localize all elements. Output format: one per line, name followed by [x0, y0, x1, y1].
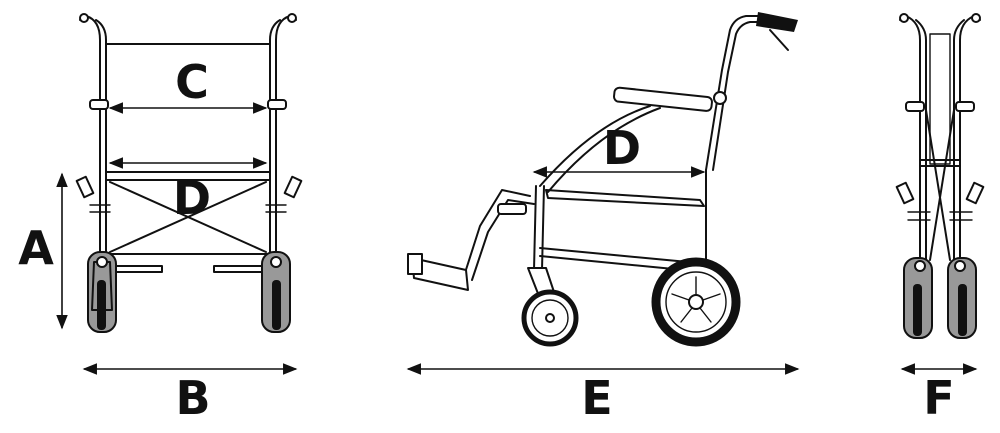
front-view	[56, 13, 303, 375]
label-seat-depth-side: D	[603, 121, 641, 175]
label-width: B	[175, 371, 210, 425]
label-folded-width: F	[923, 371, 954, 425]
folded-view	[895, 13, 985, 375]
label-length: E	[581, 371, 612, 425]
label-height: A	[18, 221, 54, 275]
label-seat-width: C	[175, 55, 209, 109]
side-view	[406, 12, 800, 375]
label-seat-depth-front: D	[173, 171, 211, 225]
